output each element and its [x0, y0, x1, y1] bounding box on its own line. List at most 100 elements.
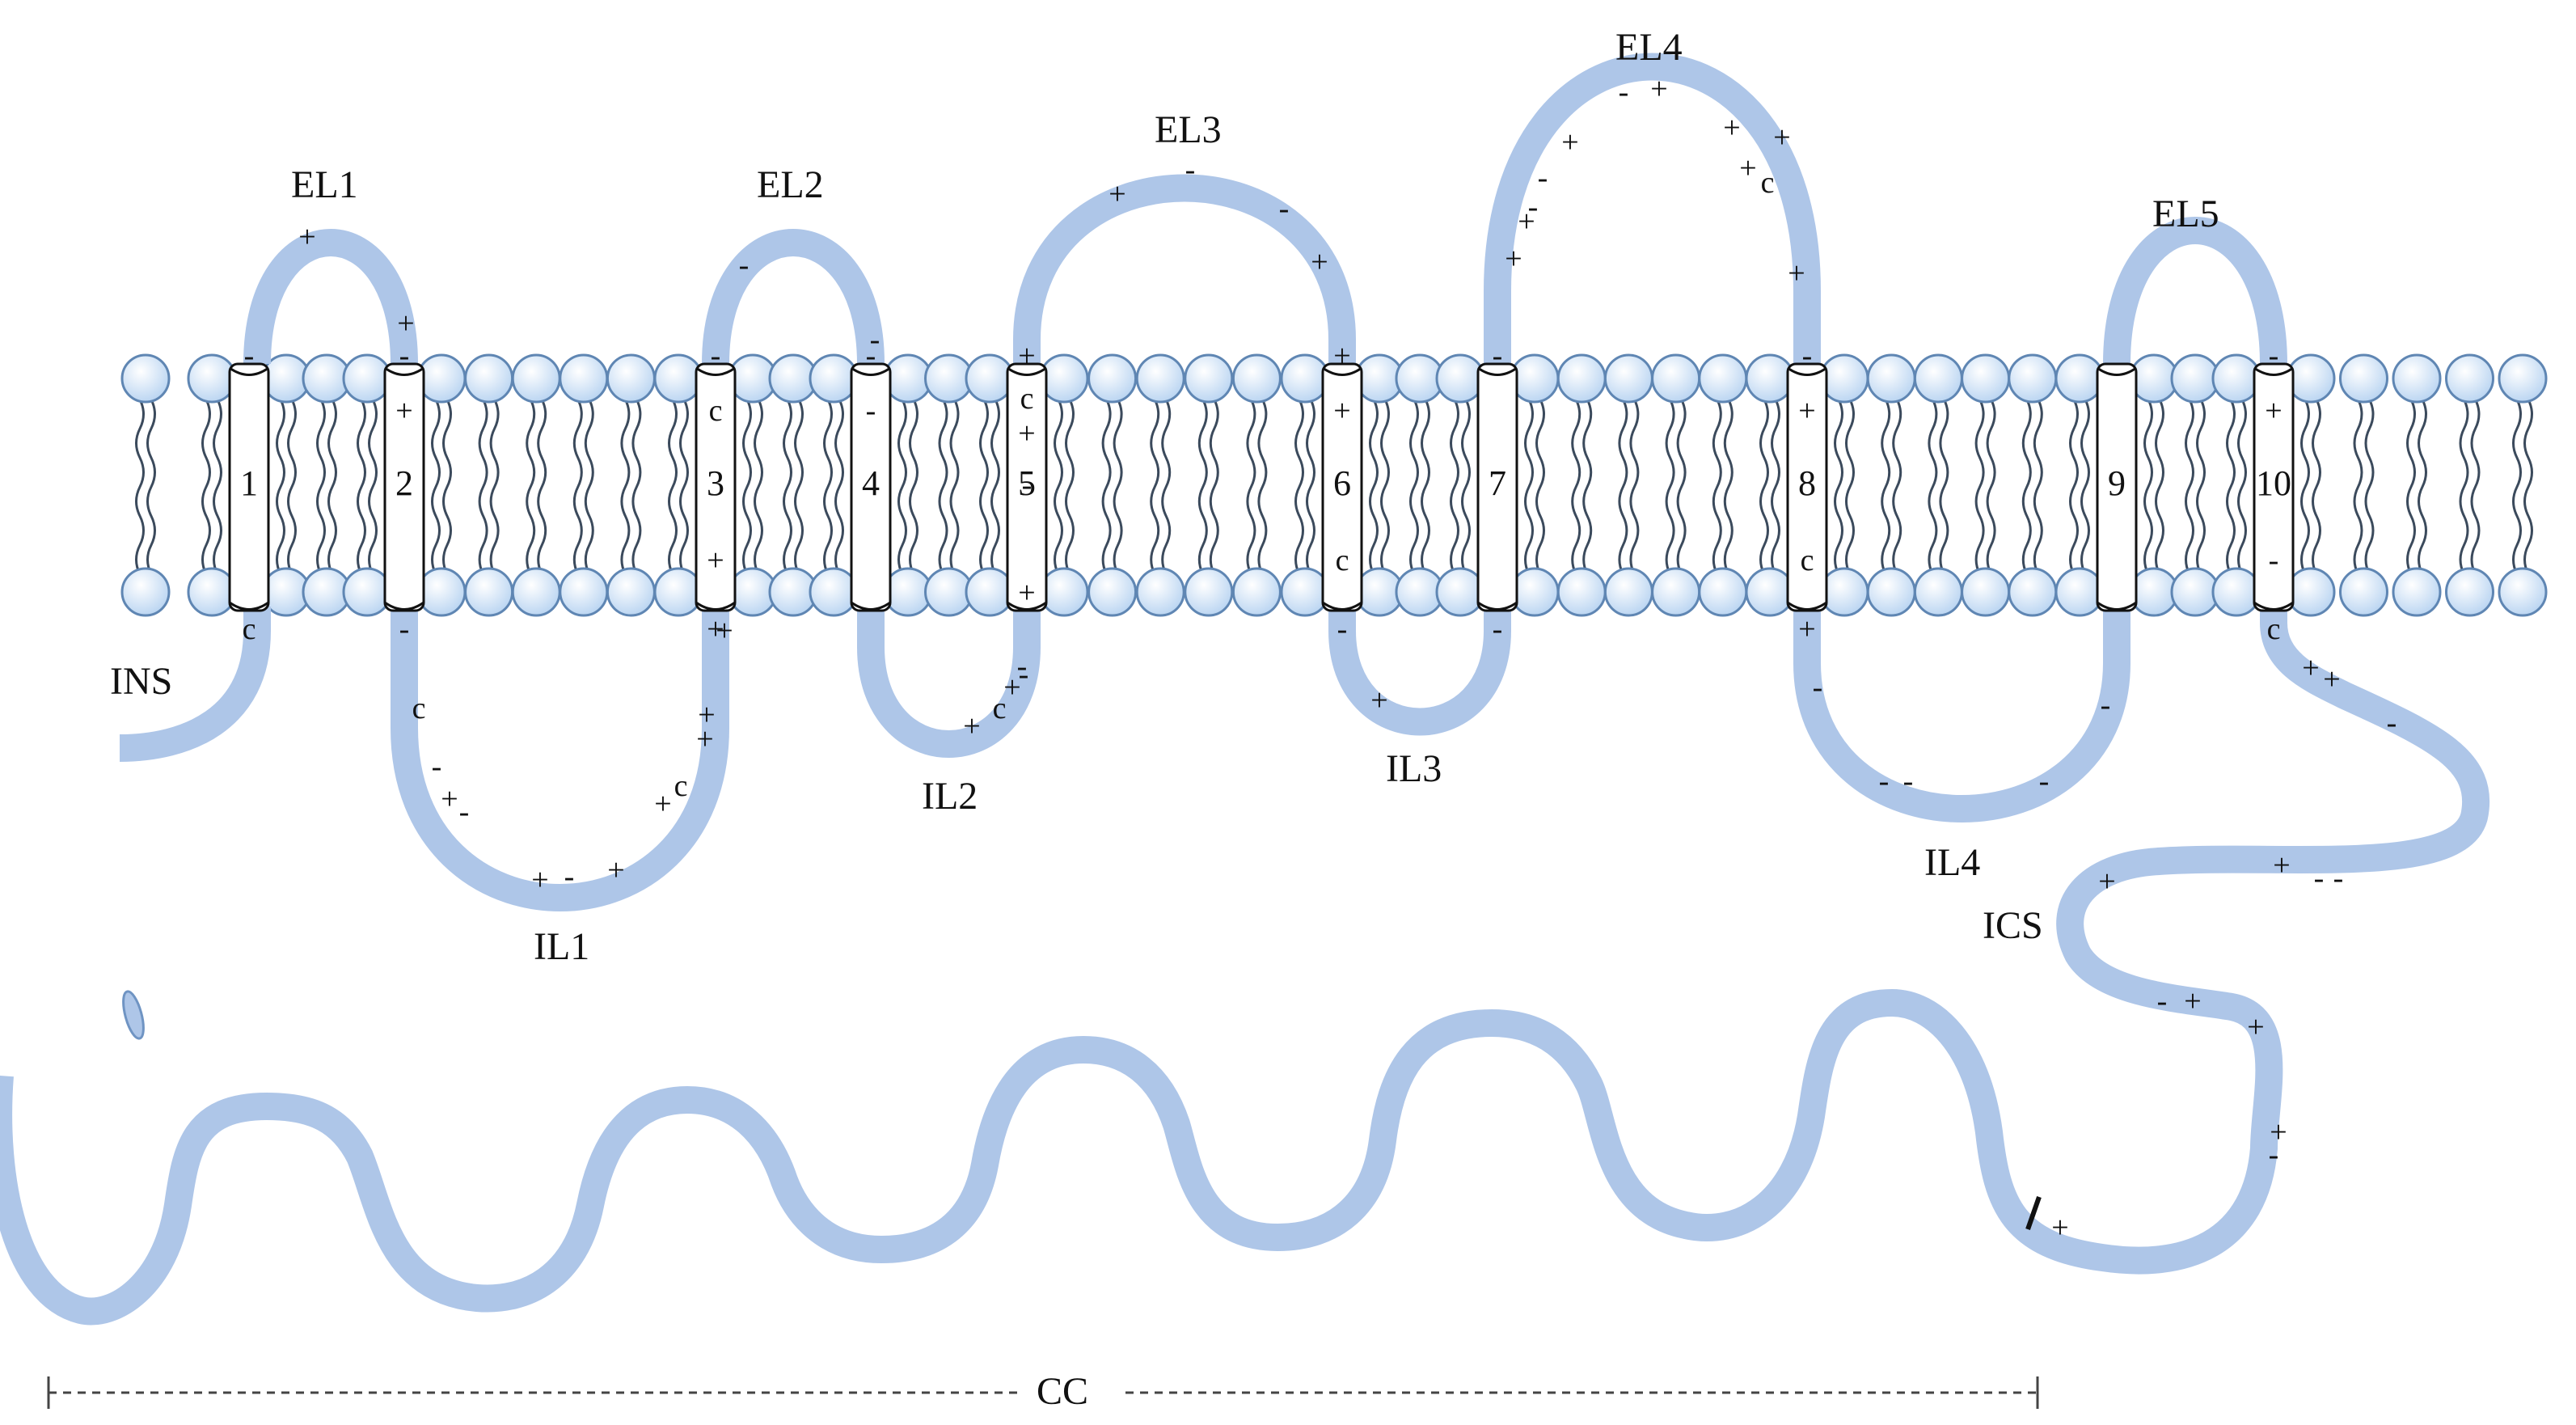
lipid-tail — [990, 399, 1000, 575]
lipid-tail — [135, 399, 145, 575]
lipid-tail — [1723, 399, 1734, 575]
helix-cap — [1477, 366, 1518, 376]
c-terminal-tail — [0, 607, 2490, 1326]
helix-2: 2-+- — [383, 339, 425, 646]
label-el3: EL3 — [1155, 108, 1222, 151]
helix-4: 4-- — [850, 339, 892, 612]
lipid-tail — [2155, 399, 2164, 575]
charge-mark-el4: + — [1773, 121, 1790, 154]
lipid-tail — [1629, 399, 1640, 575]
lipid-head-outer — [2286, 353, 2336, 404]
loop-el2 — [702, 229, 885, 365]
lipid-head-inner — [1087, 567, 1138, 617]
helix-number: 5 — [1018, 463, 1036, 503]
lipid-head-outer — [416, 353, 467, 404]
charge-mark-tail: - — [2269, 1138, 2279, 1172]
lipid-tail — [287, 399, 297, 575]
lipid-head-inner — [1280, 567, 1330, 617]
lipid-tail — [823, 399, 833, 575]
lipid-tail — [2196, 399, 2206, 575]
lipid-head-outer — [606, 353, 656, 404]
cc-extent-line — [47, 1376, 2039, 1409]
helix-number: 9 — [2108, 463, 2126, 503]
lipid-head-inner — [2445, 567, 2494, 617]
lipid-tail — [1161, 399, 1172, 575]
helix-charge-mark: + — [1018, 576, 1035, 610]
helix-charge-mark: c — [243, 612, 256, 646]
helix-cap — [384, 601, 424, 611]
helix-cap — [851, 366, 891, 376]
lipid-head-inner — [1819, 567, 1869, 617]
lipid-head-outer — [809, 353, 859, 404]
charge-mark-il1: - — [432, 750, 442, 784]
helix-cap — [695, 366, 736, 376]
lipid-head-inner — [1913, 567, 1963, 617]
charge-mark-il1: - — [459, 795, 470, 829]
lipid-tail — [1974, 399, 1985, 575]
lipid-tail — [1582, 399, 1593, 575]
label-il3: IL3 — [1386, 747, 1442, 790]
lipid-head-outer — [1745, 353, 1795, 404]
helix-5: 5+c+-+ — [1006, 339, 1048, 612]
helix-charge-mark: - — [2269, 339, 2279, 373]
charge-mark-el3: + — [1109, 177, 1125, 211]
lipid-tail — [2069, 399, 2079, 575]
charge-mark-el4: - — [1528, 190, 1539, 224]
lipid-tail — [1928, 399, 1938, 575]
lipid-tail — [489, 399, 500, 575]
charge-mark-il4: - — [1813, 670, 1823, 704]
charge-mark-el4: + — [1723, 111, 1740, 145]
lipid-tail — [1524, 399, 1534, 575]
charge-mark-il1: + — [698, 698, 715, 732]
region-labels: INS EL1 EL2 EL3 EL4 EL5 IL1 IL2 IL3 IL4 … — [110, 26, 2219, 1413]
charge-mark-tail: + — [2051, 1211, 2068, 1245]
lipid-tail — [2459, 399, 2469, 575]
helix-cap — [1787, 601, 1827, 611]
lipid-head-outer — [1698, 353, 1748, 404]
lipid-head-outer — [2008, 353, 2058, 404]
charge-mark-il1: + — [531, 863, 548, 897]
lipid-head-inner — [1961, 567, 2011, 617]
label-ics: ICS — [1983, 904, 2043, 947]
charge-mark-el3: - — [1279, 192, 1290, 226]
lipid-tail — [2418, 399, 2427, 575]
lipid-head-inner — [606, 567, 656, 617]
charge-mark-il2: - — [1019, 658, 1029, 691]
helix-charge-mark: c — [709, 394, 723, 428]
lipid-head-outer — [1603, 353, 1653, 404]
helix-number: 4 — [862, 463, 880, 503]
lipid-tail — [1421, 399, 1430, 575]
helix-charge-mark: + — [2265, 394, 2282, 428]
lipid-head-outer — [1913, 353, 1963, 404]
lipid-head-inner — [1698, 567, 1748, 617]
charge-mark-il3: + — [1370, 683, 1387, 717]
lipid-tail — [2237, 399, 2247, 575]
lipid-tail — [1712, 399, 1722, 575]
lipid-tail — [1246, 399, 1256, 575]
lipid-tail — [794, 399, 804, 575]
lipid-head-outer — [653, 353, 703, 404]
loop-el5 — [2103, 217, 2287, 365]
helix-number: 10 — [2256, 463, 2291, 503]
lipid-head-inner — [1866, 567, 1916, 617]
lipid-head-outer — [120, 353, 171, 404]
lipid-tail — [1461, 399, 1471, 575]
lipid-head-outer — [2498, 353, 2548, 404]
lipid-tail — [938, 399, 948, 575]
charge-mark-tail: - — [2314, 861, 2325, 895]
lipid-head-inner — [1603, 567, 1653, 617]
helix-charge-mark: + — [395, 394, 412, 428]
loop-il1 — [391, 607, 729, 911]
lipid-tail — [1571, 399, 1581, 575]
charge-mark-el1: + — [397, 307, 414, 340]
helix-charge-mark: - — [399, 612, 410, 646]
helix-cap — [1787, 366, 1827, 376]
helix-charge-mark: - — [1493, 612, 1503, 646]
helix-charge-mark: c — [1336, 543, 1349, 577]
helix-cap — [384, 366, 424, 376]
helix-cap — [1007, 366, 1047, 376]
loop-el1 — [243, 229, 418, 365]
charge-mark-il1: + — [716, 614, 733, 648]
